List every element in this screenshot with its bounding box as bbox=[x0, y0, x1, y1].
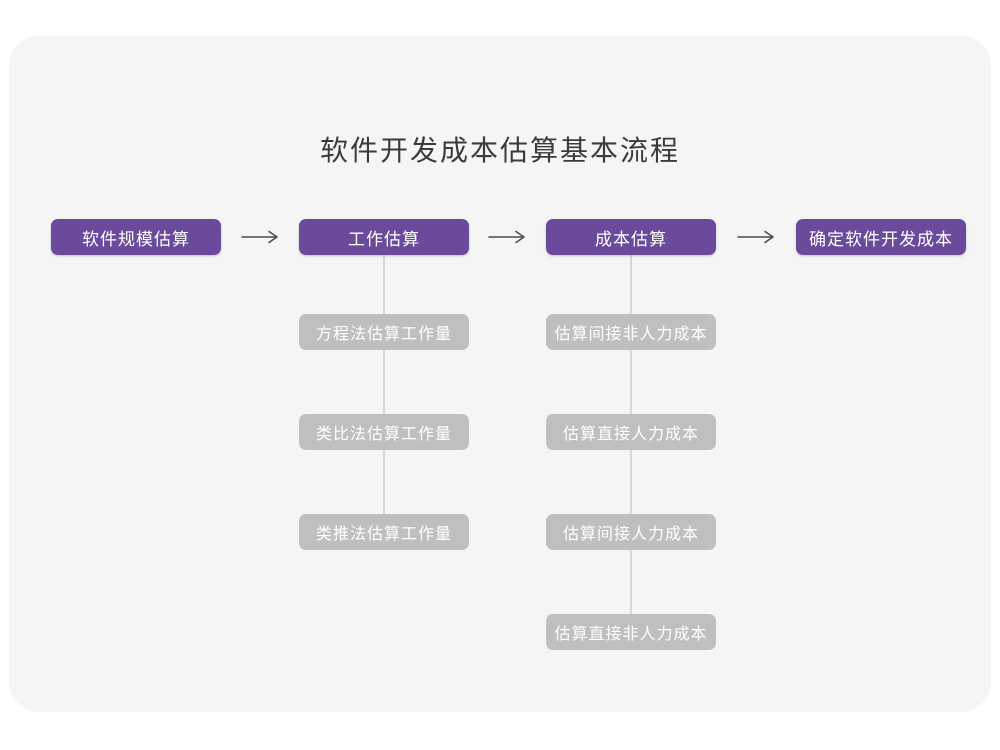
right-arrow-icon bbox=[737, 230, 774, 244]
diagram-card: 软件开发成本估算基本流程 软件规模估算 工作估算 成本估算 确定软件开发成本 方… bbox=[9, 36, 991, 712]
right-arrow-icon bbox=[241, 230, 278, 244]
node-extrapolation-method-workload: 类推法估算工作量 bbox=[299, 514, 469, 550]
diagram-title: 软件开发成本估算基本流程 bbox=[319, 135, 680, 166]
node-work-estimation: 工作估算 bbox=[299, 219, 469, 255]
node-indirect-labor-cost: 估算间接人力成本 bbox=[546, 514, 716, 550]
node-determine-software-development-cost: 确定软件开发成本 bbox=[796, 219, 966, 255]
node-cost-estimation: 成本估算 bbox=[546, 219, 716, 255]
node-direct-non-labor-cost: 估算直接非人力成本 bbox=[546, 614, 716, 650]
node-software-scale-estimation: 软件规模估算 bbox=[51, 219, 221, 255]
node-indirect-non-labor-cost: 估算间接非人力成本 bbox=[546, 314, 716, 350]
node-analogy-method-workload: 类比法估算工作量 bbox=[299, 414, 469, 450]
right-arrow-icon bbox=[488, 230, 525, 244]
node-direct-labor-cost: 估算直接人力成本 bbox=[546, 414, 716, 450]
connector-line-work-estimation bbox=[383, 255, 385, 516]
node-equation-method-workload: 方程法估算工作量 bbox=[299, 314, 469, 350]
